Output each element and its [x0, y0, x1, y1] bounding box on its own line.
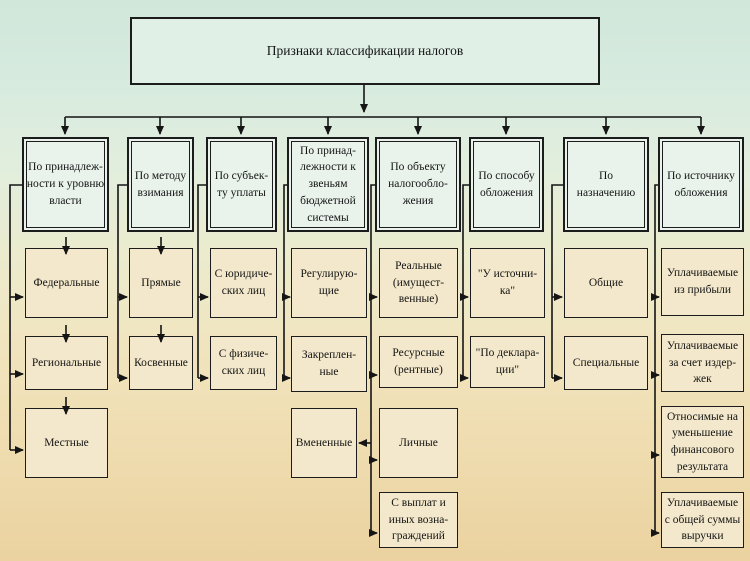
header-by-taxation-mode: По способу обложения — [469, 137, 544, 232]
box-regional: Региональные — [25, 336, 108, 390]
box-resource-rent: Ресурсные (рентные) — [379, 336, 458, 388]
box-assigned: Закреплен- ные — [291, 336, 367, 392]
box-imputed: Вмененные — [291, 408, 357, 478]
header-by-budget-system-link: По принад- лежности к звеньям бюджетной … — [287, 137, 369, 232]
box-legal-entities: С юридиче- ских лиц — [210, 248, 277, 318]
box-personal: Личные — [379, 408, 458, 478]
header-by-payer-subject: По субъек- ту уплаты — [206, 137, 277, 232]
box-individuals: С физиче- ских лиц — [210, 336, 277, 390]
box-general: Общие — [564, 248, 648, 318]
header-by-purpose: По назначению — [563, 137, 649, 232]
box-real-property: Реальные (имущест- венные) — [379, 248, 458, 318]
header-by-taxation-object: По объекту налогообло- жения — [375, 137, 461, 232]
box-indirect: Косвенные — [129, 336, 193, 390]
box-direct: Прямые — [129, 248, 193, 318]
box-special: Специальные — [564, 336, 648, 390]
box-local: Местные — [25, 408, 108, 478]
box-reducing-financial-result: Относимые на уменьшение финансового резу… — [661, 406, 744, 478]
header-by-government-level: По принадлеж- ности к уровню власти — [22, 137, 109, 232]
diagram-title: Признаки классификации налогов — [130, 17, 600, 85]
box-paid-from-total-revenue: Уплачиваемые с общей суммы выручки — [661, 492, 744, 548]
box-at-source: "У источни- ка" — [470, 248, 545, 318]
box-payments-remuneration: С выплат и иных возна- граждений — [379, 492, 458, 548]
box-paid-from-profit: Уплачиваемые из прибыли — [661, 248, 744, 316]
header-by-collection-method: По методу взимания — [127, 137, 194, 232]
box-federal: Федеральные — [25, 248, 108, 318]
header-drop-arrows — [61, 117, 705, 135]
box-regulating: Регулирую- щие — [291, 248, 367, 318]
header-by-taxation-source: По источнику обложения — [658, 137, 744, 232]
box-paid-from-costs: Уплачиваемые за счет издер- жек — [661, 334, 744, 392]
box-by-declaration: "По деклара- ции" — [470, 336, 545, 388]
